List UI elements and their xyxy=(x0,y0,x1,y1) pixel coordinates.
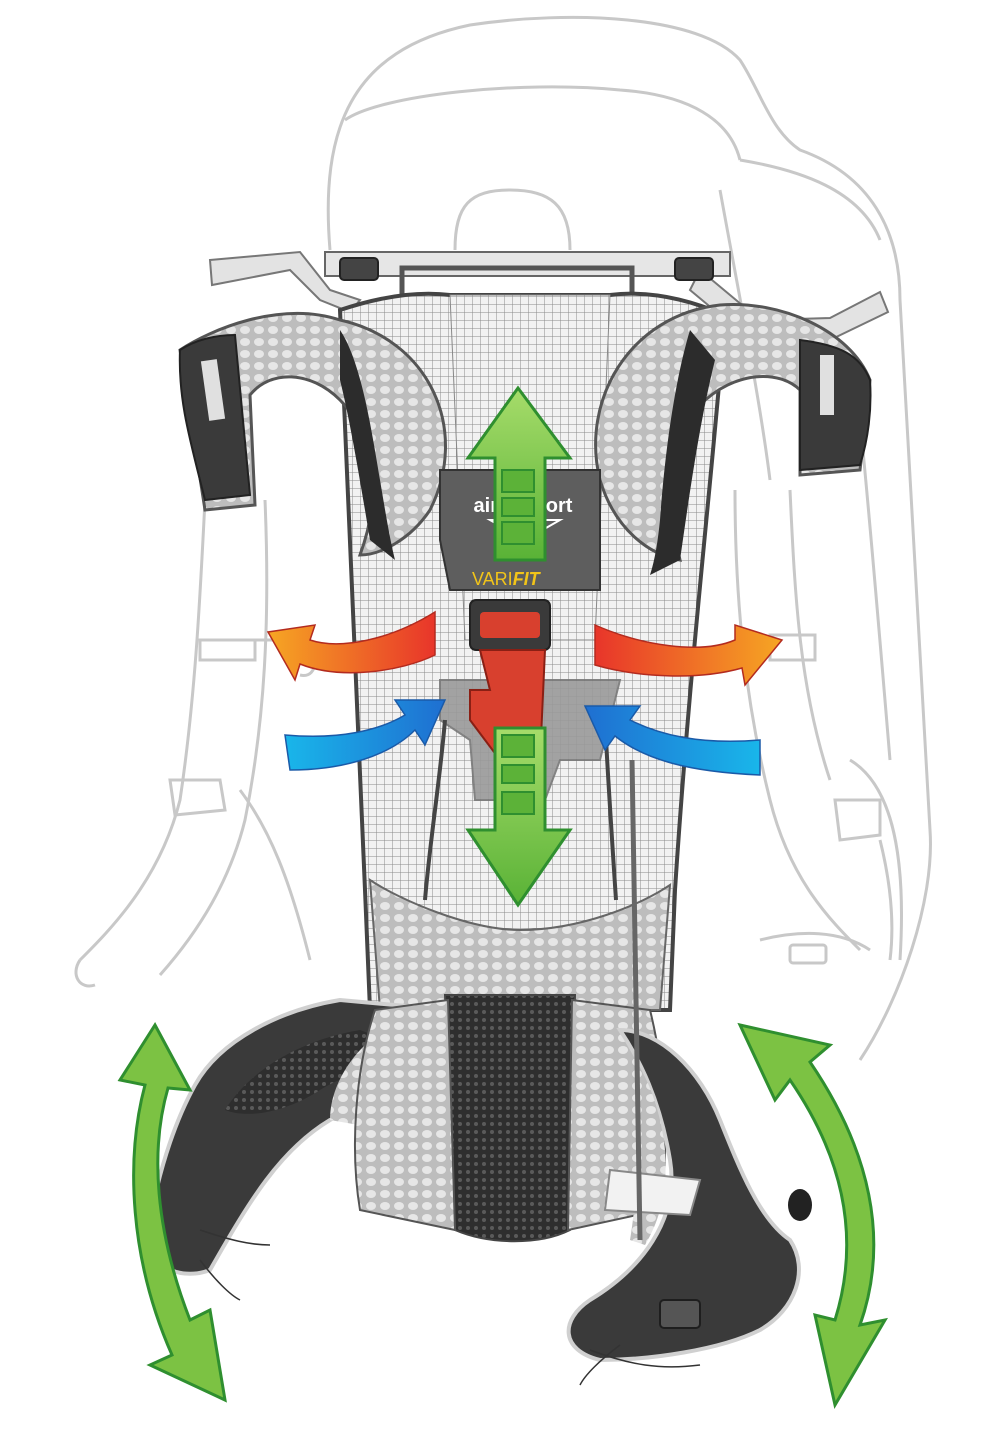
down-arrow-icon xyxy=(465,726,573,908)
curved-double-arrow-left-icon xyxy=(117,1022,227,1403)
cool-air-arrow-right-icon xyxy=(583,705,761,776)
right-strap-outline xyxy=(733,489,894,961)
frame-foot xyxy=(603,1168,702,1217)
left-strut xyxy=(423,719,447,901)
warm-air-arrow-right-icon xyxy=(594,623,784,687)
hip-strap-loop xyxy=(788,1189,812,1221)
curved-double-arrow-right-icon xyxy=(737,1022,888,1410)
strap-ends xyxy=(199,1229,701,1386)
left-shoulder-strap xyxy=(178,311,447,560)
hip-buckle xyxy=(659,1299,701,1329)
cool-air-arrow-left-icon xyxy=(284,699,447,771)
system-logo-text: VARIFIT xyxy=(472,569,542,589)
up-arrow-icon xyxy=(465,385,573,562)
warm-air-arrow-left-icon xyxy=(266,610,436,682)
center-hip-mesh xyxy=(443,994,577,1243)
frame-rod xyxy=(629,759,643,1241)
left-strap-outline xyxy=(74,499,317,988)
right-shoulder-strap xyxy=(594,302,872,575)
lower-mesh xyxy=(368,878,672,1011)
